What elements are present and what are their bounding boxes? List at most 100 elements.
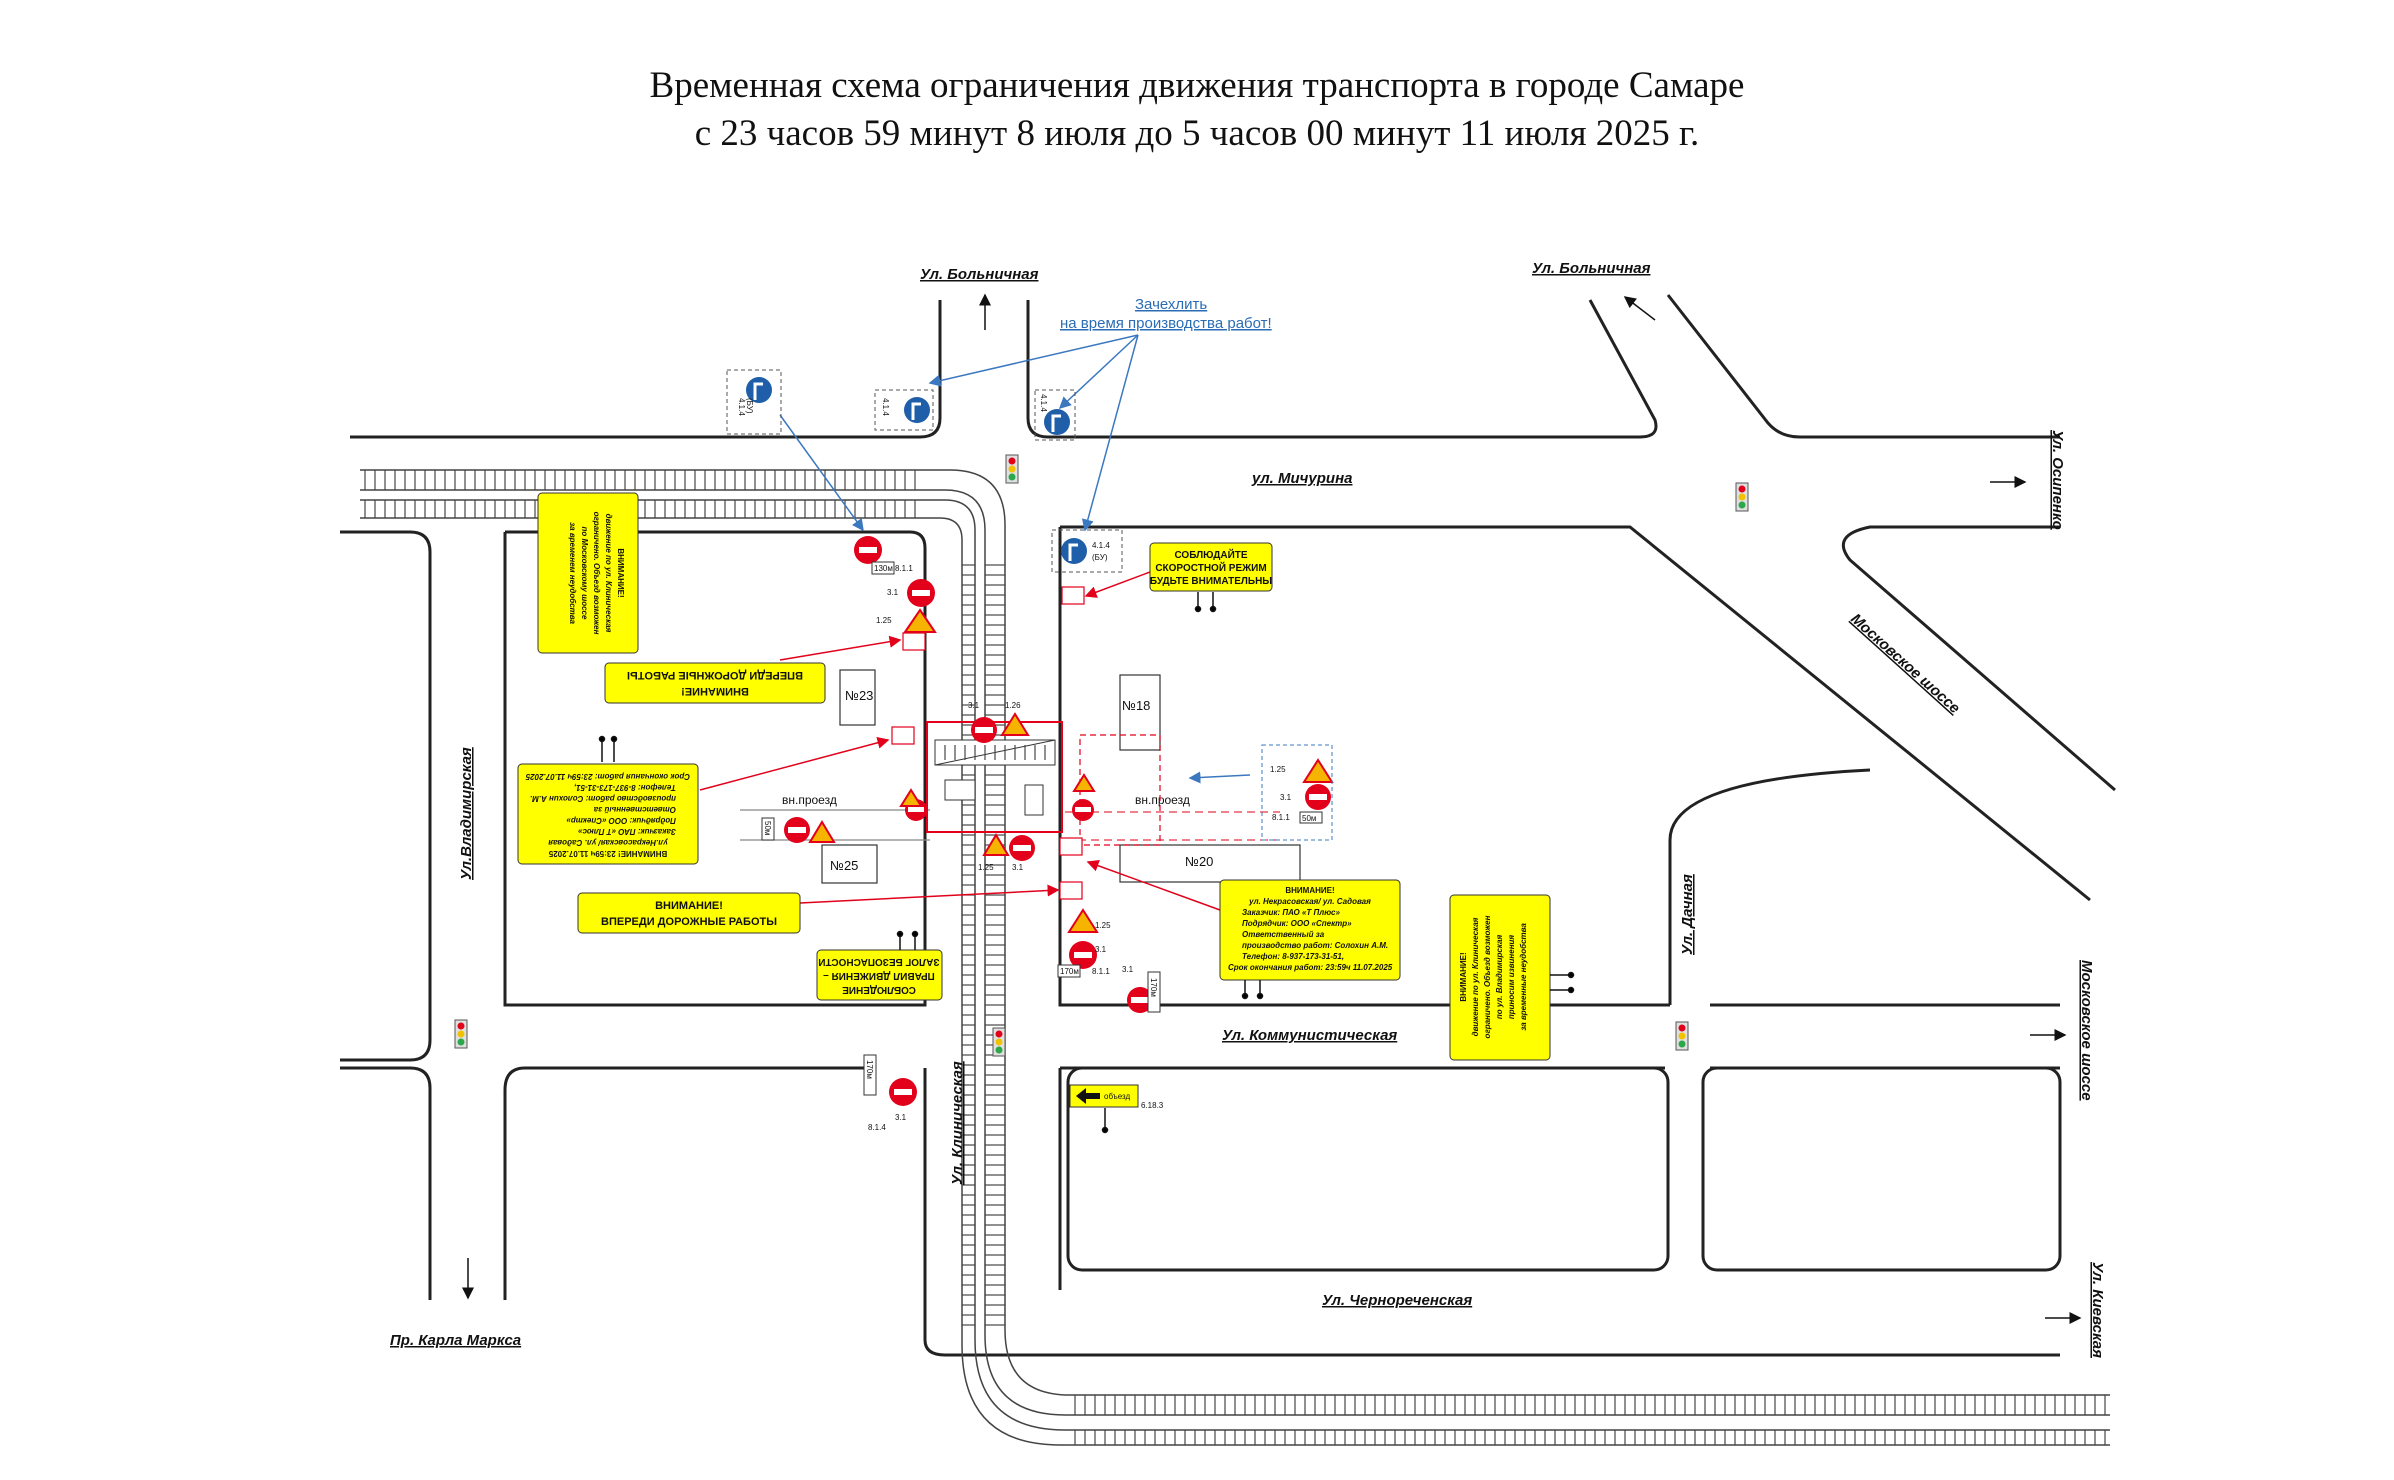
- street-kievskaya: Ул. Киевская: [2089, 1262, 2106, 1358]
- svg-text:3.1: 3.1: [968, 701, 980, 710]
- no-entry-sign-icon: [784, 817, 810, 843]
- detour-sign: [1069, 1084, 1139, 1108]
- svg-text:производство работ: Солохин А.: производство работ: Солохин А.М.: [530, 794, 676, 803]
- detour-info-box-top: ВНИМАНИЕ! движение по ул. Клиническая ог…: [537, 492, 639, 654]
- svg-text:ограничено. Объезд возможен: ограничено. Объезд возможен: [592, 512, 601, 635]
- svg-text:170м: 170м: [1060, 967, 1079, 976]
- traffic-light-icon: [992, 1027, 1006, 1057]
- arrow-straight-right-icon: [746, 377, 772, 403]
- cover-note: Зачехлить на время производства работ!: [779, 296, 1272, 784]
- road-works-sign-icon: [899, 788, 923, 807]
- street-michurina: ул. Мичурина: [1251, 470, 1352, 487]
- svg-text:130м: 130м: [874, 564, 893, 573]
- svg-text:4.1.4: 4.1.4: [737, 398, 746, 416]
- note-line-1: Зачехлить: [1135, 296, 1207, 313]
- svg-text:ВНИМАНИЕ!: ВНИМАНИЕ!: [616, 548, 625, 597]
- road-works-sign-icon: [1000, 712, 1030, 736]
- no-entry-sign-icon: [854, 536, 882, 564]
- passage-left: вн.проезд: [782, 793, 837, 807]
- svg-text:4.1.4: 4.1.4: [881, 398, 890, 416]
- no-entry-sign-icon: [1069, 941, 1097, 969]
- svg-text:Телефон: 8-937-173-31-51,: Телефон: 8-937-173-31-51,: [1242, 952, 1344, 961]
- svg-text:по Московскому шоссе: по Московскому шоссе: [580, 527, 589, 620]
- svg-text:1.26: 1.26: [1005, 701, 1021, 710]
- rules-box: СОБЛЮДЕНИЕ ПРАВИЛ ДВИЖЕНИЯ – ЗАЛОГ БЕЗОП…: [816, 949, 943, 1001]
- info-boxes: ВНИМАНИЕ! ВПЕРЕДИ ДОРОЖНЫЕ РАБОТЫ ВНИМАН…: [517, 492, 1551, 1061]
- sign-4-1-4: 4.1.4 (БУ): [726, 369, 782, 435]
- sign-4-1-4: 4.1.4: [1034, 389, 1076, 441]
- svg-text:по ул. Владимирская: по ул. Владимирская: [1495, 935, 1504, 1020]
- svg-text:приносим извинения: приносим извинения: [1507, 935, 1516, 1020]
- road-works-sign-icon: [903, 608, 937, 633]
- svg-text:3.1: 3.1: [1095, 945, 1107, 954]
- direction-arrows: [462, 293, 2082, 1324]
- restriction-signs: [784, 536, 1334, 1106]
- svg-text:8.1.1: 8.1.1: [1272, 813, 1290, 822]
- note-line-2: на время производства работ!: [1060, 315, 1272, 332]
- arrow-up-left-icon: [1623, 296, 1656, 321]
- road-works-sign-icon: [982, 833, 1010, 856]
- building-labels: №23 №18 №25 №20: [830, 688, 1213, 873]
- svg-text:№25: №25: [830, 858, 858, 873]
- svg-text:50м: 50м: [763, 821, 772, 835]
- work-zone: [926, 721, 1161, 846]
- svg-text:8.1.1: 8.1.1: [895, 564, 913, 573]
- buildings: [821, 669, 1301, 884]
- arrow-straight-right-icon: [904, 397, 930, 423]
- traffic-light-icon: [1735, 482, 1749, 512]
- svg-text:ВНИМАНИЕ! 23:59ч 11.07.2025: ВНИМАНИЕ! 23:59ч 11.07.2025: [548, 849, 667, 858]
- svg-text:ВПЕРЕДИ ДОРОЖНЫЕ РАБОТЫ: ВПЕРЕДИ ДОРОЖНЫЕ РАБОТЫ: [627, 669, 803, 681]
- svg-text:(БУ): (БУ): [1092, 553, 1108, 562]
- svg-text:ВПЕРЕДИ ДОРОЖНЫЕ РАБОТЫ: ВПЕРЕДИ ДОРОЖНЫЕ РАБОТЫ: [601, 916, 777, 928]
- detour-info-box-right: ВНИМАНИЕ! движение по ул. Клиническая ог…: [1449, 894, 1551, 1061]
- svg-text:движение по ул. Клиническая: движение по ул. Клиническая: [604, 514, 613, 633]
- attention-box-left: ВНИМАНИЕ! ВПЕРЕДИ ДОРОЖНЫЕ РАБОТЫ: [604, 662, 826, 704]
- no-entry-sign-icon: [971, 717, 997, 743]
- road-works-sign-icon: [1072, 773, 1096, 792]
- svg-text:1.25: 1.25: [876, 616, 892, 625]
- traffic-lights: [454, 454, 1749, 1057]
- street-osipenko: Ул. Осипенко: [2049, 430, 2066, 530]
- building-23: [839, 669, 876, 726]
- svg-text:Заказчик: ПАО «Т Плюс»: Заказчик: ПАО «Т Плюс»: [578, 827, 676, 836]
- building-18: [1119, 674, 1161, 751]
- svg-text:ЗАЛОГ БЕЗОПАСНОСТИ: ЗАЛОГ БЕЗОПАСНОСТИ: [818, 956, 939, 967]
- svg-text:ПРАВИЛ ДВИЖЕНИЯ –: ПРАВИЛ ДВИЖЕНИЯ –: [823, 970, 935, 981]
- svg-text:3.1: 3.1: [1122, 965, 1134, 974]
- svg-text:8.1.1: 8.1.1: [1092, 967, 1110, 976]
- traffic-light-icon: [1675, 1021, 1689, 1051]
- svg-text:СОБЛЮДАЙТЕ: СОБЛЮДАЙТЕ: [1174, 548, 1247, 561]
- road-works-sign-icon: [1067, 908, 1099, 933]
- arrow-left-icon: [1076, 1088, 1100, 1104]
- vehicle-icon: [1024, 784, 1044, 816]
- svg-text:за временем неудобства: за временем неудобства: [568, 522, 577, 624]
- svg-text:Заказчик: ПАО «Т Плюс»: Заказчик: ПАО «Т Плюс»: [1242, 908, 1340, 917]
- svg-text:СКОРОСТНОЙ РЕЖИМ: СКОРОСТНОЙ РЕЖИМ: [1155, 561, 1266, 574]
- svg-text:БУДЬТЕ ВНИМАТЕЛЬНЫ: БУДЬТЕ ВНИМАТЕЛЬНЫ: [1150, 576, 1272, 587]
- title-line-2: с 23 часов 59 минут 8 июля до 5 часов 00…: [694, 113, 1700, 154]
- title-line-1: Временная схема ограничения движения тра…: [649, 65, 1745, 106]
- street-dachnaya: Ул. Дачная: [1679, 874, 1696, 955]
- speed-warning-box: СОБЛЮДАЙТЕ СКОРОСТНОЙ РЕЖИМ БУДЬТЕ ВНИМА…: [1149, 542, 1273, 592]
- svg-text:Ответственный за: Ответственный за: [593, 805, 676, 814]
- sign-4-1-4: 4.1.4: [874, 389, 934, 431]
- attention-box-bottom: ВНИМАНИЕ! ВПЕРЕДИ ДОРОЖНЫЕ РАБОТЫ: [577, 892, 801, 934]
- street-vladimirskaya: Ул.Владимирская: [458, 747, 475, 880]
- building-25: [821, 844, 878, 884]
- road-works-sign-icon: [808, 820, 836, 843]
- mandatory-direction-signs: 4.1.4 (БУ) 4.1.4 4.1.4 4.1.4 (БУ): [726, 369, 1123, 573]
- svg-text:170м: 170м: [865, 1060, 874, 1079]
- street-moskovskoe-diagonal: Московское шоссе: [1847, 610, 1963, 717]
- svg-text:Срок окончания работ: 23:59ч 1: Срок окончания работ: 23:59ч 11.07.2025: [525, 772, 690, 781]
- street-moskovskoe-right: Московское шоссе: [2078, 960, 2095, 1101]
- street-bolnichnaya-left: Ул. Больничная: [920, 266, 1039, 283]
- sign-4-1-4: 4.1.4 (БУ): [1051, 529, 1123, 573]
- svg-text:№18: №18: [1122, 698, 1150, 713]
- svg-text:Телефон: 8-937-173-31-51,: Телефон: 8-937-173-31-51,: [574, 783, 676, 792]
- svg-text:№20: №20: [1185, 854, 1213, 869]
- building-20: [1119, 844, 1301, 883]
- street-karla-marksa: Пр. Карла Маркса: [390, 1332, 521, 1349]
- excavator-icon: [944, 779, 976, 801]
- map-title: Временная схема ограничения движения тра…: [0, 62, 2394, 158]
- svg-text:3.1: 3.1: [895, 1113, 907, 1122]
